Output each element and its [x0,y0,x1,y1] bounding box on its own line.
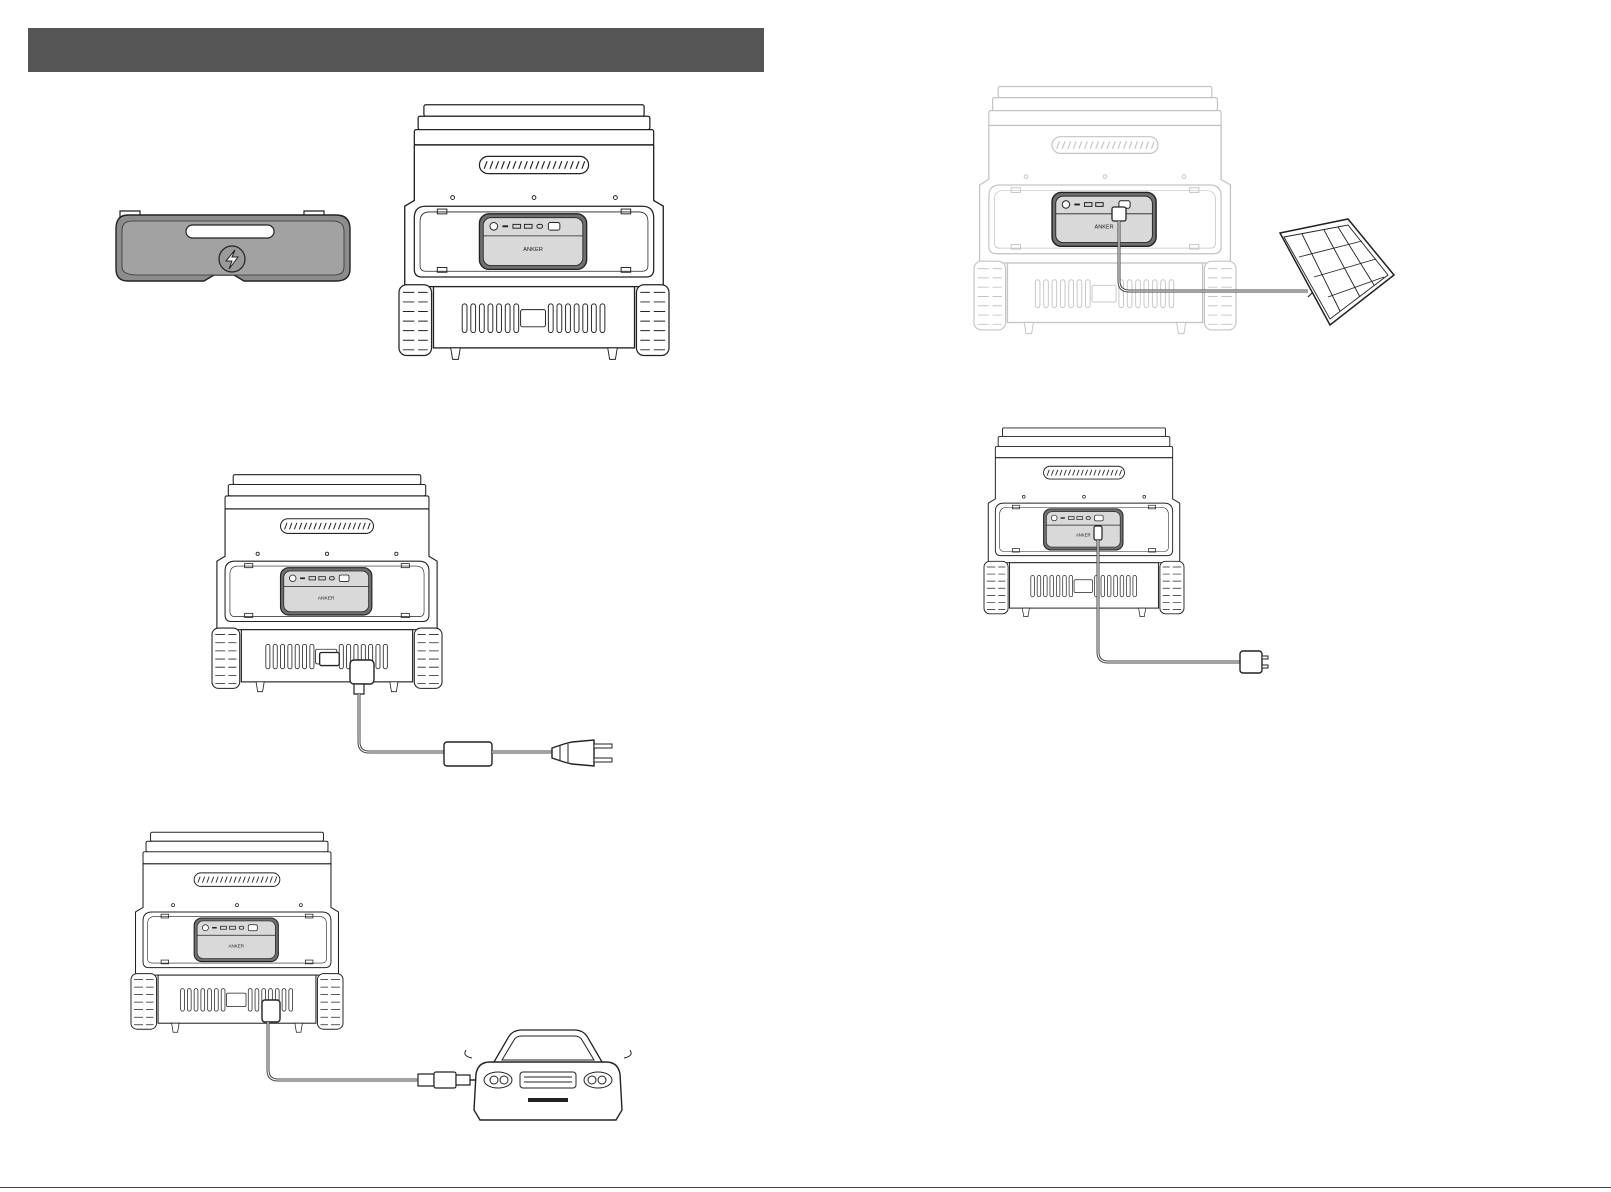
car-icon [465,1030,631,1120]
figure-usb-c-cable [1090,520,1280,680]
figure-station-front: ANKER [399,99,669,367]
car-charger-icon [418,1072,478,1088]
solar-panel-icon [1280,219,1394,325]
wall-plug-icon [552,740,612,766]
ac-adapter-icon [444,742,492,766]
figure-car-cable [258,998,638,1124]
module-brand-label: ANKER [318,595,335,601]
section-header-bar [28,28,764,72]
module-brand-label: ANKER [228,943,244,948]
figure-solar-cable [1108,205,1418,325]
module-brand-label: ANKER [1076,532,1091,537]
figure-cover-panel [114,205,356,287]
figure-ac-cable [340,658,630,778]
usb-c-adapter-icon [1240,651,1268,673]
module-brand-label: ANKER [523,247,543,253]
bottom-rule [0,1187,1611,1188]
